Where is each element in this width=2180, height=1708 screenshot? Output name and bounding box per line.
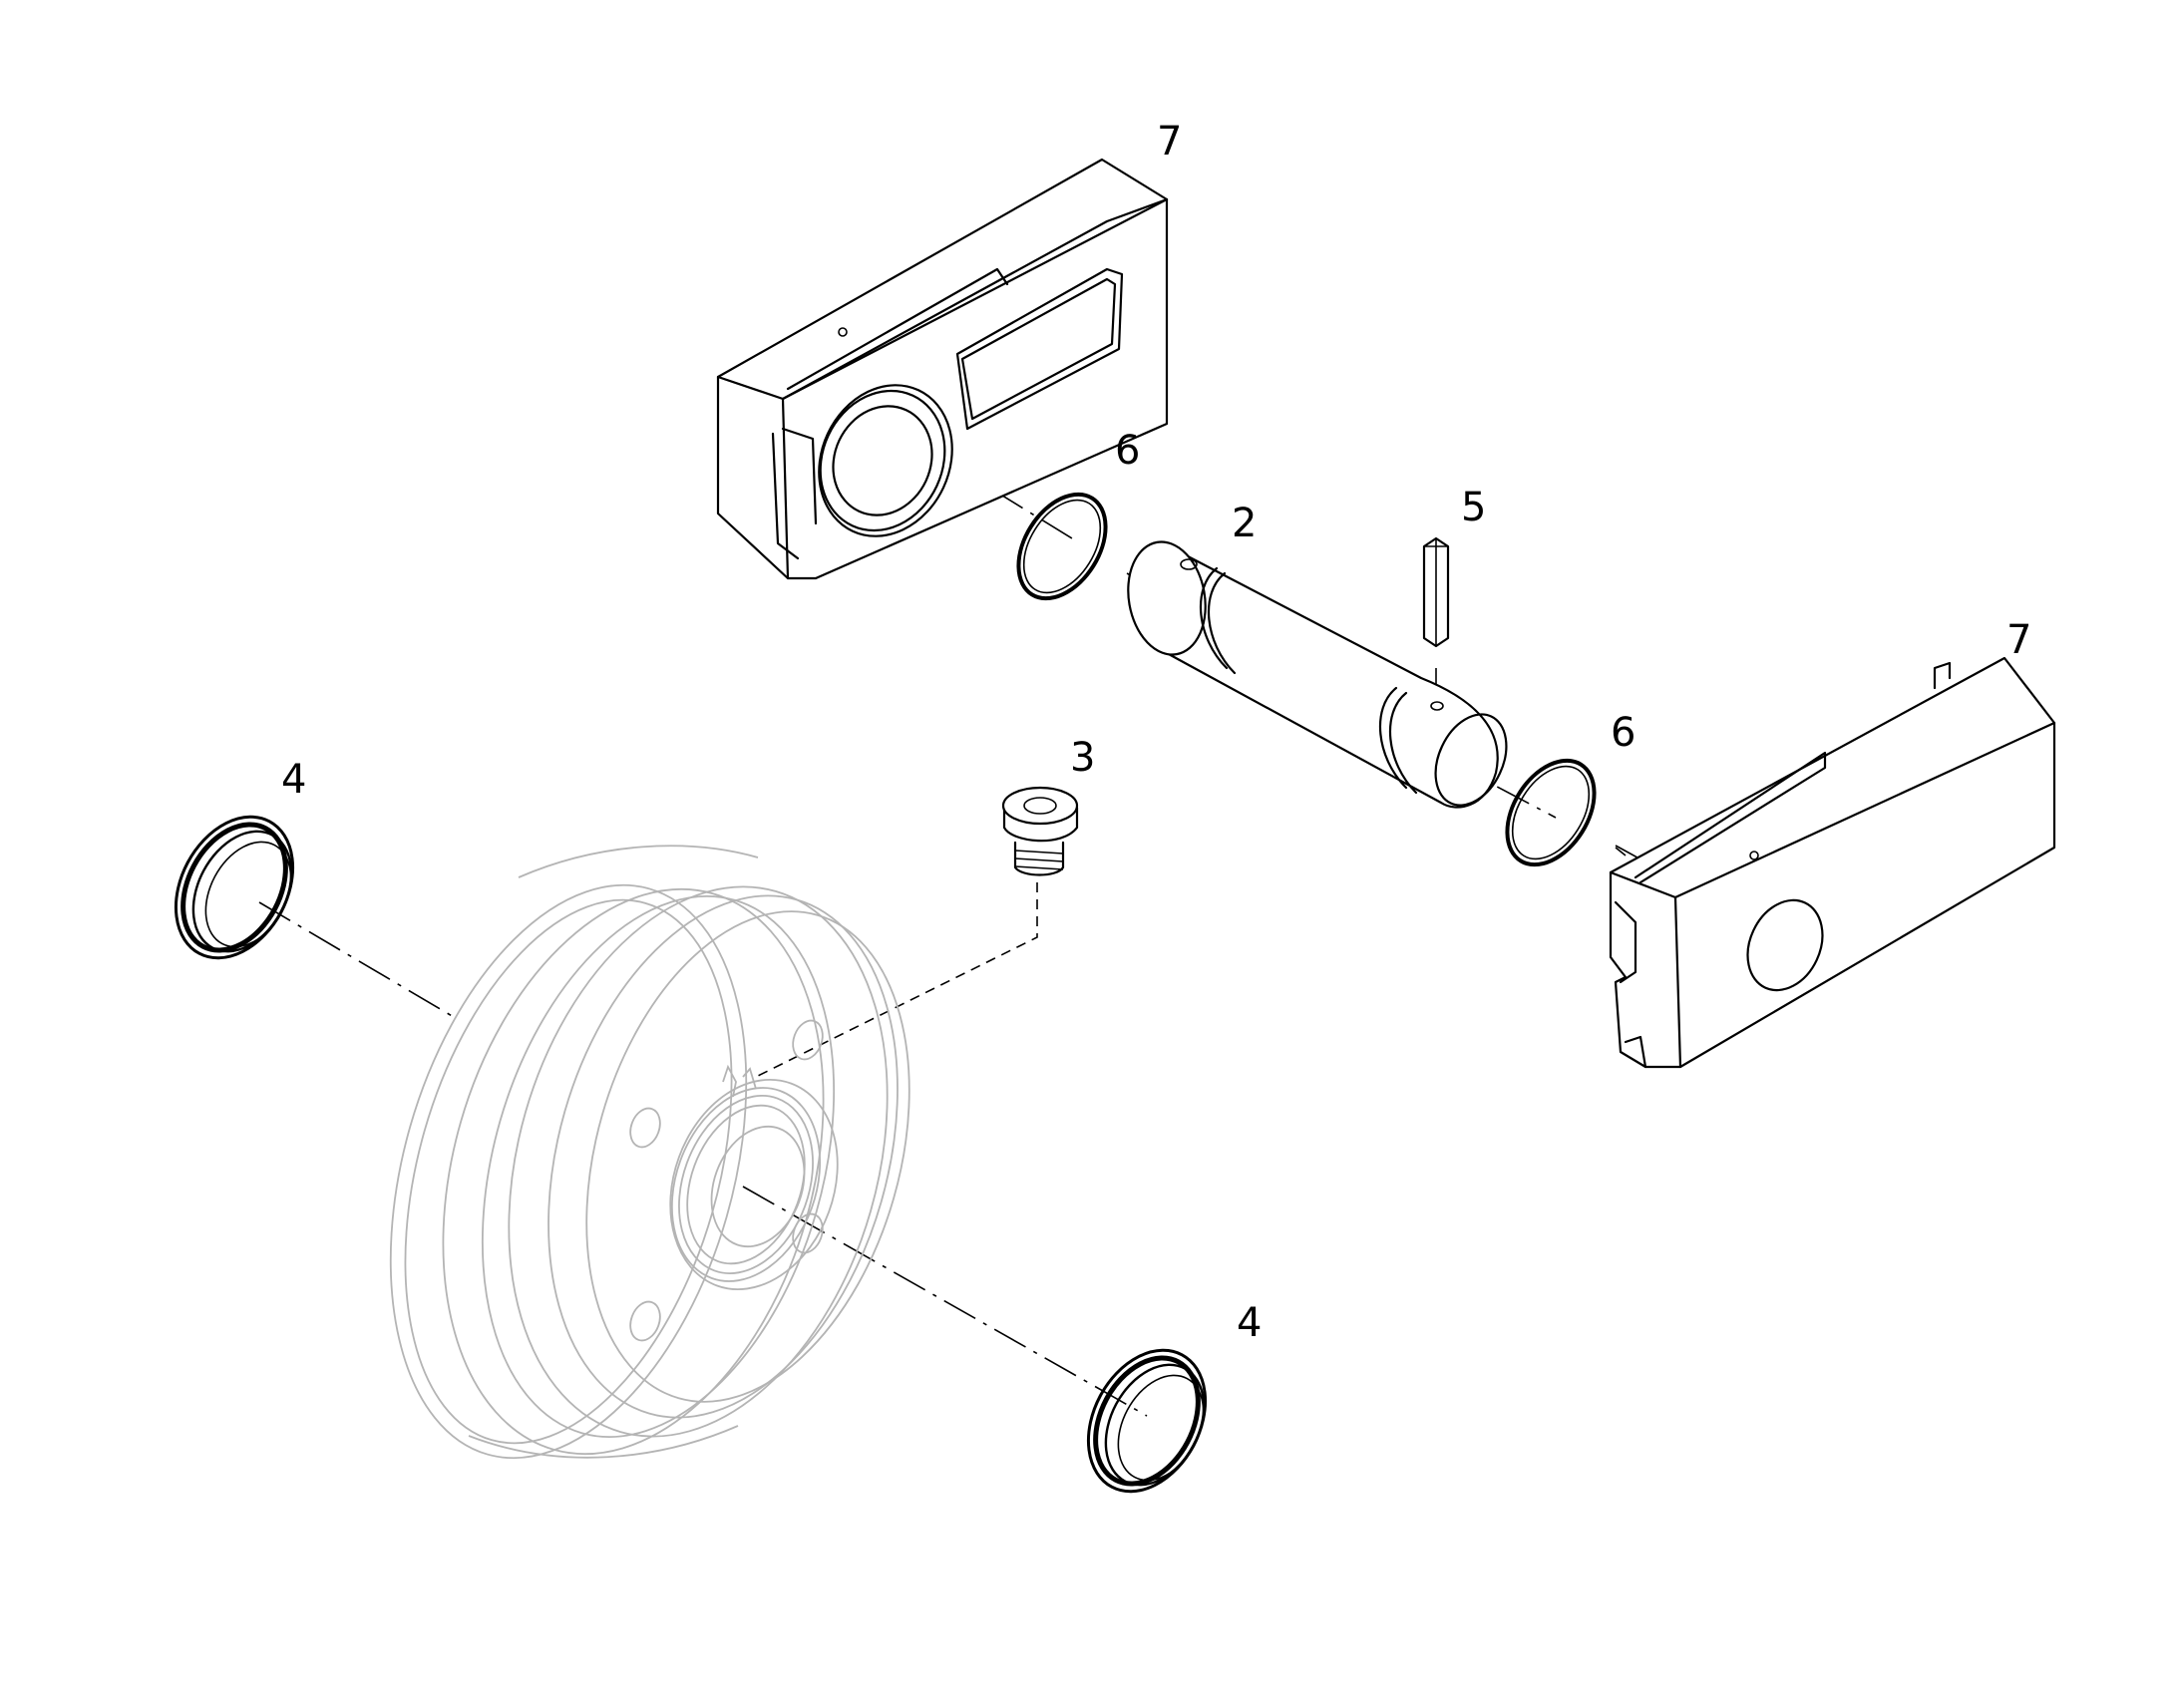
seal-ring-left-part-4 xyxy=(174,815,295,960)
callout-7-top: 7 xyxy=(1157,119,1182,165)
idler-wheel xyxy=(389,845,910,1460)
o-ring-right-part-6 xyxy=(1505,758,1597,867)
callout-4-left: 4 xyxy=(281,757,306,803)
screw-part-3 xyxy=(1001,786,1079,876)
shaft-part-2 xyxy=(1127,540,1508,809)
callout-4-bottom: 4 xyxy=(1237,1300,1262,1346)
callout-2: 2 xyxy=(1232,501,1257,546)
o-ring-top-part-6 xyxy=(1016,492,1108,601)
bracket-top-part-7 xyxy=(716,158,1169,580)
callout-5: 5 xyxy=(1461,485,1486,530)
seal-ring-bottom-part-4 xyxy=(1086,1348,1208,1494)
callout-6-right: 6 xyxy=(1611,710,1635,756)
screw-axis-line xyxy=(755,882,1038,1078)
callout-6-top: 6 xyxy=(1115,428,1140,474)
bracket-right-part-7 xyxy=(1609,656,2056,1069)
callout-7-right: 7 xyxy=(2006,617,2031,663)
pin-part-5 xyxy=(1422,536,1450,648)
callout-3: 3 xyxy=(1070,735,1095,781)
